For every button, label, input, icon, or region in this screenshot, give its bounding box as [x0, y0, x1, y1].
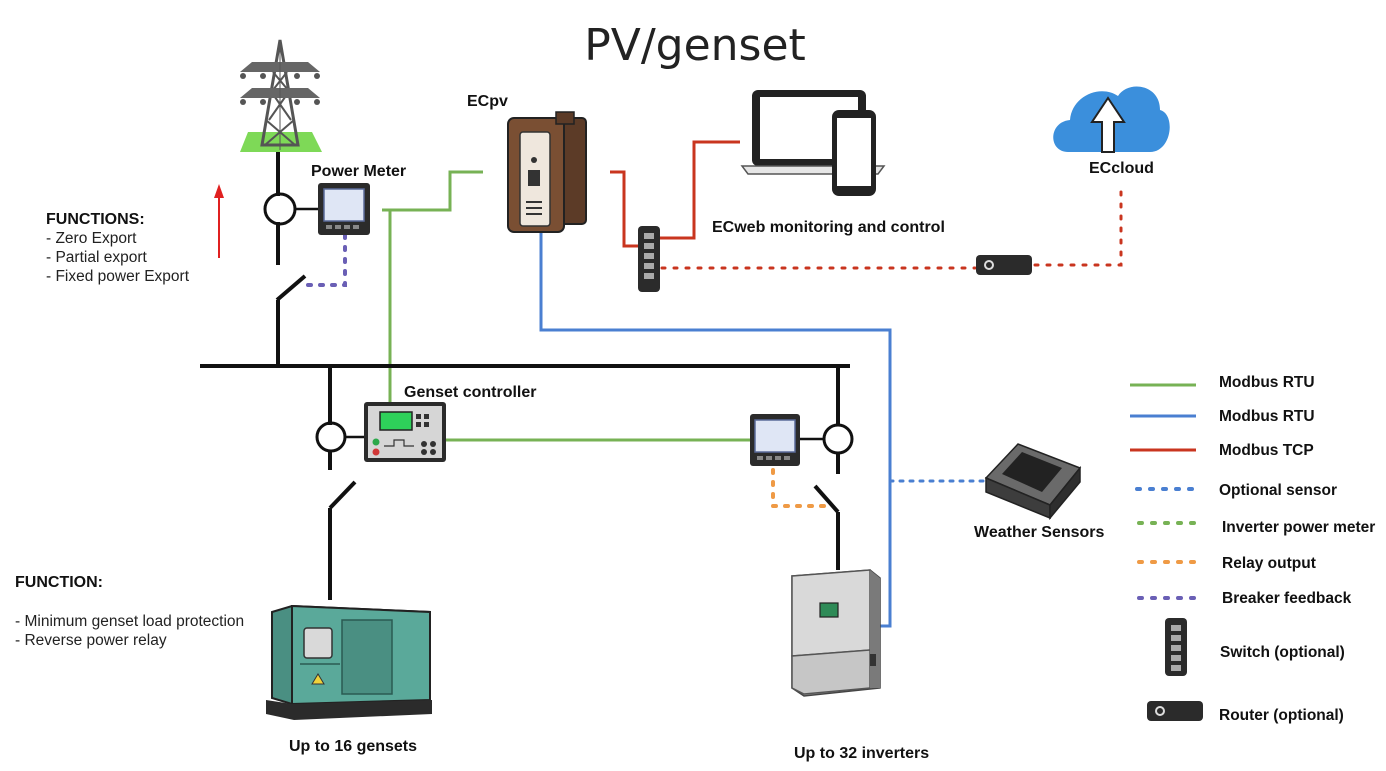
- grid-function-item: - Zero Export: [46, 230, 137, 247]
- modbus-tcp-ecpv-switch-line: [610, 170, 645, 248]
- router-icon: [1147, 701, 1203, 721]
- genset-breaker: [328, 480, 357, 510]
- inverter-breaker: [813, 484, 840, 514]
- modbus-rtu-ecpv-power-meter-line: [382, 170, 483, 212]
- export-arrow-head: [214, 184, 224, 198]
- genset-current-transformer: [315, 421, 347, 453]
- legend-label: Modbus RTU: [1219, 374, 1315, 391]
- grid-function-item: - Fixed power Export: [46, 268, 190, 285]
- genset-controller-device: [364, 402, 446, 462]
- grid-current-transformer: [263, 192, 297, 226]
- legend-label: Modbus RTU: [1219, 408, 1315, 425]
- ecpv-label: ECpv: [467, 93, 508, 110]
- modbus-tcp-switch-ecweb-line: [652, 140, 740, 240]
- legend-label: Breaker feedback: [1222, 590, 1352, 607]
- genset-controller-label: Genset controller: [404, 384, 536, 401]
- grid-functions-heading: FUNCTIONS:: [46, 211, 145, 228]
- switch-icon: [1165, 618, 1187, 676]
- laptop-phone-icon: [740, 90, 886, 196]
- network-switch-icon: [638, 226, 660, 292]
- legend-label: Switch (optional): [1220, 644, 1345, 661]
- cloud-upload-icon: [1053, 86, 1170, 153]
- legend-label: Relay output: [1222, 555, 1316, 572]
- ecweb-label: ECweb monitoring and control: [712, 219, 945, 236]
- inverter-power-meter-device: [750, 414, 800, 466]
- inverters-label: Up to 32 inverters: [794, 745, 929, 762]
- eccloud-label: ECcloud: [1089, 160, 1154, 177]
- grid-breaker: [275, 274, 307, 302]
- diagram-title: PV/genset: [584, 20, 806, 71]
- modbus-rtu-ecpv-inverter-line: [539, 232, 892, 628]
- grid-function-item: - Partial export: [46, 249, 147, 266]
- power-meter-label: Power Meter: [311, 163, 406, 180]
- relay-output-line: [771, 468, 830, 508]
- inverter-device: [791, 569, 881, 697]
- transmission-tower-icon: [240, 39, 322, 152]
- legend-label: Optional sensor: [1219, 482, 1337, 499]
- legend: Modbus RTU Modbus RTU Modbus TCP Optiona…: [1130, 374, 1375, 724]
- genset-function-heading: FUNCTION:: [15, 574, 103, 591]
- genset-device: [266, 604, 432, 720]
- weather-sensors-label: Weather Sensors: [974, 524, 1105, 541]
- router-icon: [976, 255, 1032, 275]
- network-router-cloud-line: [1033, 183, 1123, 267]
- inverter-current-transformer: [822, 423, 854, 455]
- legend-label: Modbus TCP: [1219, 442, 1314, 459]
- power-meter-device: [318, 183, 370, 235]
- legend-label: Router (optional): [1219, 707, 1344, 724]
- breaker-feedback-line: [298, 233, 347, 287]
- weather-sensor-device: [984, 443, 1082, 521]
- genset-function-item: - Minimum genset load protection: [15, 613, 244, 630]
- gensets-label: Up to 16 gensets: [289, 738, 417, 755]
- legend-label: Inverter power meter: [1222, 519, 1375, 536]
- genset-function-item: - Reverse power relay: [15, 632, 167, 649]
- ecpv-controller-device: [507, 111, 587, 233]
